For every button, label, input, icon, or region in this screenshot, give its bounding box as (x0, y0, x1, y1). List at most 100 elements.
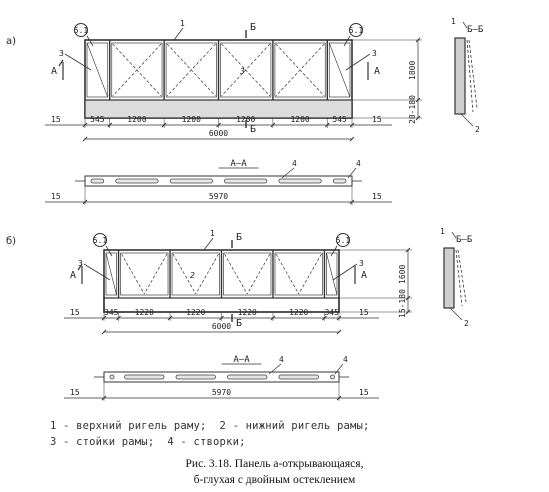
panel-b-dim-edge-right: 15 (359, 308, 369, 317)
panel-b-dim-edge-left: 15 (70, 308, 80, 317)
panel-b-leader-top (203, 237, 214, 251)
panel-b-cut-label-bottom: Б (236, 318, 242, 329)
panel-a-callout-node-left-label: 5.1 (74, 26, 89, 35)
panel-b-section-dim-total: 5970 (212, 388, 231, 397)
caption-line-2: б-глухая с двойным остеклением (193, 474, 356, 486)
panel-b-vdim-tick-mid (405, 295, 411, 301)
panel-a-end-hatch-5 (329, 42, 351, 98)
panel-b-callout-post-left: 3 (78, 259, 83, 268)
panel-b-callout-top: 1 (210, 229, 215, 238)
panel-a-dim-tick-4 (270, 122, 276, 128)
panel-a-dim-tick-6 (349, 122, 355, 128)
panel-b-sash-v-a-1 (121, 253, 145, 295)
panel-a-section-callout-1: 4 (292, 159, 297, 168)
panel-b-glazing-1 (120, 252, 169, 296)
panel-b-dim-tick-2 (167, 315, 173, 321)
panel-a-glazing-2 (165, 42, 217, 98)
panel-b-callout-node-left-label: 5.1 (93, 236, 108, 245)
panel-a-dim-tick-5 (324, 122, 330, 128)
panel-b-side-sash-2 (457, 249, 467, 303)
panel-b-callout-node-right-circle (336, 233, 350, 247)
panel-b-section-sash-1 (124, 374, 165, 380)
panel-b-dim-1: 1220 (135, 308, 154, 317)
panel-a-vdim-bottom: 20-180 (408, 95, 417, 124)
panel-b-callout-node-left-circle (93, 233, 107, 247)
legend-line-1: 1 - верхний ригель раму; 2 - нижний риге… (50, 420, 370, 432)
panel-a-callout-node-left-circle (74, 23, 88, 37)
panel-a-glazing-0 (86, 42, 109, 98)
panel-a-side-callout-bottom: 2 (475, 125, 480, 134)
panel-b-dim-total-tick-left (101, 329, 107, 335)
panel-a-side-leader-1 (462, 21, 468, 29)
panel-b-side-section-title: Б—Б (456, 235, 472, 245)
panel-a-leader-top (173, 27, 184, 41)
panel-a-dim-2: 1200 (182, 115, 201, 124)
panel-a-end-hatch-0 (86, 42, 108, 98)
panel-b-sash-v-b-1 (143, 253, 168, 295)
panel-b-side-leader-1 (451, 231, 457, 239)
panel-b-cut-label-top: Б (236, 232, 242, 243)
panel-a-dim-edge-left: 15 (51, 115, 61, 124)
panel-b-dim-2: 1220 (186, 308, 205, 317)
panel-b-sash-v-b-3 (246, 253, 271, 295)
panel-a-callout-node-right-label: 5.1 (349, 26, 364, 35)
panel-a-callout-post-left: 3 (59, 49, 64, 58)
panel-b-section-callout-2: 4 (343, 355, 348, 364)
panel-a-dim-total-tick-left (82, 136, 88, 142)
panel-b-section-sash-4 (278, 374, 319, 380)
panel-b-dim-tick-0 (101, 315, 107, 321)
panel-a-dim-tick-2 (161, 122, 167, 128)
panel-b-vdim-main: 1600 (398, 265, 407, 284)
legend-line-2: 3 - стойки рамы; 4 - створки; (50, 436, 246, 448)
panel-b-section-title: А—А (233, 355, 250, 365)
panel-a-callout-middle: 3 (239, 67, 245, 76)
panel-a-glazing-3 (220, 42, 272, 98)
panel-a-side-frame (454, 37, 466, 115)
panel-a-sash-diag-b-2 (166, 43, 216, 97)
panel-b-callout-node-right-label: 5.1 (336, 236, 351, 245)
panel-a-dim-tick-3 (216, 122, 221, 128)
panel-a-arrow-a-left-head (58, 59, 64, 67)
panel-a-dim-5: 545 (332, 115, 347, 124)
caption-line-1: Рис. 3.18. Панель а-открывающаяся, (185, 458, 364, 470)
panel-a-cut-label-bottom: Б (250, 124, 256, 135)
panel-b-vdim-bottom: 15-180 (398, 289, 407, 318)
panel-b-section-dim-edge-left: 15 (70, 388, 80, 397)
panel-a-sash-diag-b-3 (221, 43, 271, 97)
panel-a-dim-0: 545 (90, 115, 105, 124)
panel-b-dim-5: 345 (324, 308, 339, 317)
panel-b-leader-node-left (105, 245, 113, 257)
panel-a-mark-a-left: А (51, 66, 57, 77)
panel-a-dim-total-tick-right (349, 136, 355, 142)
panel-a-dim-tick-1 (107, 122, 113, 128)
panel-a-dim-total: 6000 (209, 129, 228, 138)
panel-a-section-title: А—А (230, 159, 247, 169)
panel-a-section-sash-0 (90, 178, 105, 184)
panel-b-side-leader-2 (449, 307, 463, 321)
panel-b-dim-4: 1220 (289, 308, 308, 317)
panel-a-dim-4: 1200 (290, 115, 309, 124)
panel-a-mark-a-right: А (374, 66, 380, 77)
panel-a-leader-post-left (64, 53, 92, 71)
panel-b-arrow-a-left-head (77, 263, 83, 271)
panel-b-leader-post-left (83, 263, 111, 281)
panel-a-sash-diag-b-4 (275, 43, 325, 97)
panel-b-side-callout-bottom: 2 (464, 319, 469, 328)
panel-a-section-sash-2 (169, 178, 213, 184)
panel-b-glazing-2 (171, 252, 220, 296)
panel-b-section-sash-3 (227, 374, 268, 380)
panel-a-section-sash-4 (278, 178, 322, 184)
panel-b-glazing-3 (223, 252, 272, 296)
panel-b-dim-total: 6000 (212, 322, 231, 331)
panel-a-side-section-title: Б—Б (467, 25, 483, 35)
panel-a-vdim-main: 1800 (408, 61, 417, 80)
panel-b-dim-tick-1 (116, 315, 121, 321)
panel-b-vdim-tick-top (405, 247, 411, 253)
panel-a-section-sash-1 (115, 178, 159, 184)
panel-b-mark-a-left: А (70, 270, 76, 281)
panel-b-mark-a-right: А (361, 270, 367, 281)
panel-b-section-sash-0 (109, 374, 115, 380)
panel-b-dim-tick-5 (322, 315, 327, 321)
panel-b-leader-post-right (332, 263, 358, 281)
panel-b-letter: б) (6, 236, 16, 247)
